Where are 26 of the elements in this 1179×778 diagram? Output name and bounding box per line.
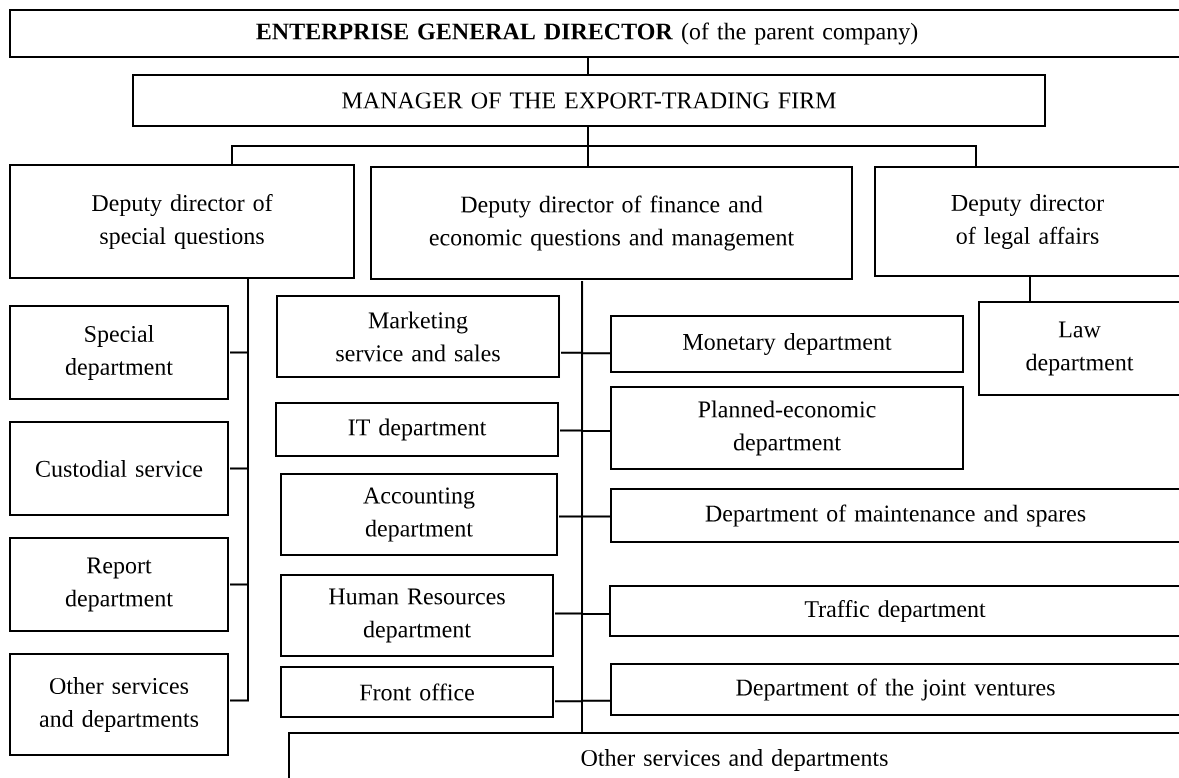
department-box: Human Resources department [280, 574, 554, 657]
connector-line [587, 57, 589, 76]
department-box: Other services and departments [9, 653, 229, 756]
director-box: MANAGER OF THE EXPORT-TRADING FIRM [132, 74, 1046, 127]
deputy-box: Deputy director of special questions [9, 164, 355, 279]
department-box: IT department [275, 402, 559, 457]
department-box: Custodial service [9, 421, 229, 516]
connector-line [229, 278, 249, 702]
connector-line [587, 126, 977, 168]
department-box: Front office [280, 666, 554, 718]
department-box: Monetary department [610, 315, 964, 373]
director-box: ENTERPRISE GENERAL DIRECTOR (of the parent company) [9, 9, 1179, 58]
department-box: Special department [9, 305, 229, 400]
deputy-box: Deputy director of legal affairs [874, 166, 1179, 277]
department-box: Department of maintenance and spares [610, 488, 1179, 543]
department-box: Accounting department [280, 473, 558, 556]
department-box: Planned-economic department [610, 386, 964, 470]
department-box: Law department [978, 301, 1179, 396]
connector-line [581, 280, 583, 734]
department-box: Report department [9, 537, 229, 632]
department-box: Department of the joint ventures [610, 663, 1179, 716]
department-box: Marketing service and sales [276, 295, 560, 378]
department-box: Traffic department [609, 585, 1179, 637]
deputy-box: Deputy director of finance and economic questions and management [370, 166, 853, 280]
department-box: Other services and departments [288, 732, 1179, 778]
connector-line [1029, 276, 1031, 303]
